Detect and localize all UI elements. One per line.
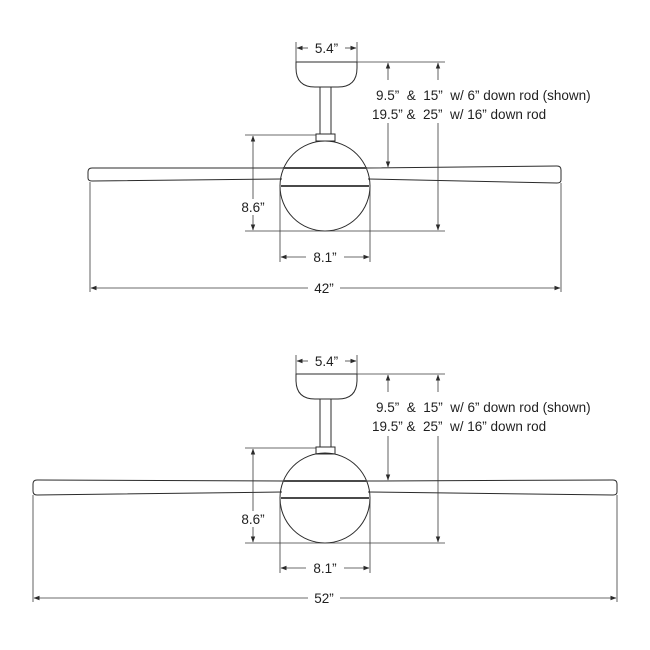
canopy-width-label: 5.4” <box>315 41 338 56</box>
right-blade <box>366 479 618 496</box>
light-kit-width-label: 8.1” <box>313 250 336 265</box>
drop-length-line-2: 19.5” & 25” w/ 16” down rod <box>372 419 546 434</box>
drop-length-line-1: 9.5” & 15” w/ 6” down rod (shown) <box>376 400 591 415</box>
light-kit-height-label: 8.6” <box>241 200 264 215</box>
collar <box>315 133 336 142</box>
drop-length-line-1: 9.5” & 15” w/ 6” down rod (shown) <box>376 88 591 103</box>
canopy-width-label: 5.4” <box>315 354 338 369</box>
fan-diagram-52: 5.4” 8.6” 8.1” 9.5” & 15” w/ 6” down rod… <box>32 354 618 606</box>
down-rod <box>319 398 332 448</box>
drop-length-line-2: 19.5” & 25” w/ 16” down rod <box>372 107 546 122</box>
canopy <box>295 373 358 400</box>
blade-span-label: 52” <box>314 591 334 606</box>
down-rod <box>319 86 332 135</box>
right-blade <box>366 165 562 184</box>
collar <box>315 446 336 455</box>
left-blade <box>32 479 284 496</box>
light-kit-width-label: 8.1” <box>313 561 336 576</box>
canopy <box>295 61 358 88</box>
blade-span-label: 42” <box>314 281 334 296</box>
left-blade <box>87 167 283 182</box>
light-kit-height-label: 8.6” <box>241 512 264 527</box>
fan-diagram-42: 5.4” 8.6” 8.1” 9.5” & 15” w/ 6” down ro <box>87 41 591 296</box>
